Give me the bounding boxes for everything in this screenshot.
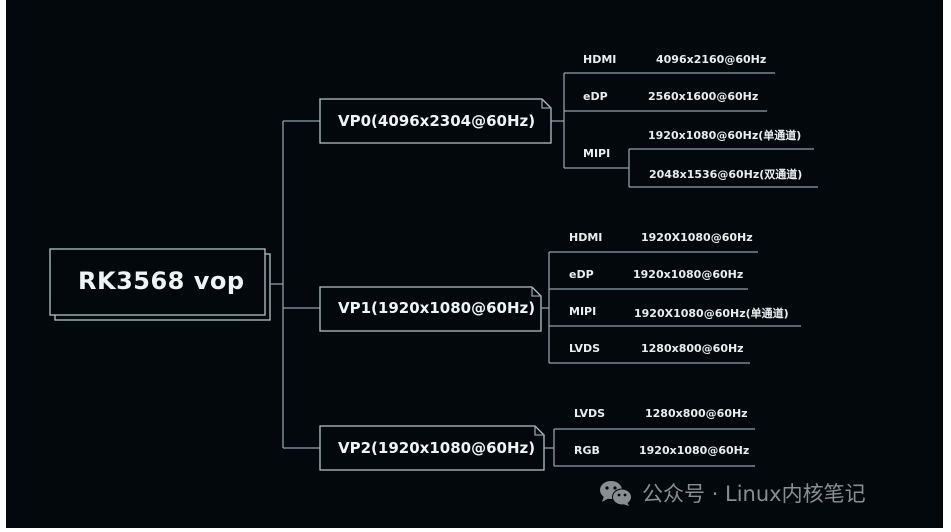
vp0-hdmi-resolution: 4096x2160@60Hz (656, 53, 767, 66)
vp2-rgb-resolution: 1920x1080@60Hz (639, 444, 750, 457)
vp0-box (319, 98, 552, 144)
root-box (49, 248, 266, 316)
vp2-lvds-resolution: 1280x800@60Hz (645, 407, 748, 420)
vp0-mipi-resolution-single: 1920x1080@60Hz(单通道) (648, 129, 802, 142)
vp0-label: VP0(4096x2304@60Hz) (338, 112, 536, 130)
vp1-box (319, 286, 542, 332)
vp1-hdmi-label: HDMI (569, 231, 603, 244)
vp0-edp-resolution: 2560x1600@60Hz (648, 90, 759, 103)
vp1-mipi-label: MIPI (569, 305, 597, 318)
root-label: RK3568 vop (78, 267, 245, 295)
vp1-hdmi-resolution: 1920X1080@60Hz (641, 231, 753, 244)
vp1-edp-label: eDP (569, 268, 594, 281)
vp1-edp-resolution: 1920x1080@60Hz (633, 268, 744, 281)
vp0-edp-label: eDP (583, 90, 608, 103)
vp0-mipi-label: MIPI (583, 147, 611, 160)
vp0-mipi-resolution-dual: 2048x1536@60Hz(双通道) (649, 168, 803, 181)
vp2-rgb-label: RGB (574, 444, 600, 457)
vp1-lvds-label: LVDS (569, 342, 601, 355)
watermark-text: 公众号 · Linux内核笔记 (642, 482, 866, 506)
vp2-label: VP2(1920x1080@60Hz) (338, 439, 536, 457)
vp1-lvds-resolution: 1280x800@60Hz (641, 342, 744, 355)
wechat-icon (598, 479, 634, 507)
vp2-box (319, 425, 545, 471)
vp2-lvds-label: LVDS (574, 407, 606, 420)
vp1-label: VP1(1920x1080@60Hz) (338, 299, 536, 317)
watermark: 公众号 · Linux内核笔记 (598, 478, 866, 508)
vp1-mipi-resolution: 1920X1080@60Hz(单通道) (634, 307, 789, 320)
vp0-hdmi-label: HDMI (583, 53, 617, 66)
